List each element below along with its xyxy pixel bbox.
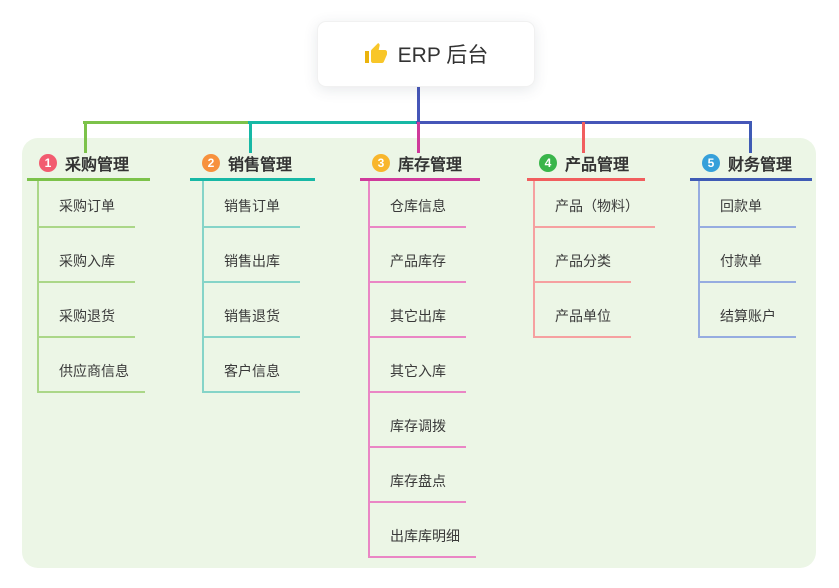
- thumbs-up-icon: [364, 42, 388, 66]
- child-node[interactable]: 结算账户: [700, 283, 796, 338]
- branch-node-sales[interactable]: 2 销售管理: [190, 147, 315, 181]
- bus-segment: [248, 121, 420, 124]
- branch-label: 采购管理: [65, 156, 130, 174]
- branch-node-product[interactable]: 4 产品管理: [527, 147, 645, 181]
- branch-label: 库存管理: [398, 156, 463, 174]
- child-node[interactable]: 采购退货: [39, 283, 135, 338]
- bus-segment: [83, 121, 251, 124]
- branch-children-finance: 回款单付款单结算账户: [698, 181, 796, 338]
- branch-children-product: 产品（物料）产品分类产品单位: [533, 181, 655, 338]
- branch-node-inventory[interactable]: 3 库存管理: [360, 147, 480, 181]
- child-node[interactable]: 其它出库: [370, 283, 466, 338]
- branch-drop-line: [416, 122, 420, 153]
- child-node[interactable]: 销售出库: [204, 228, 300, 283]
- child-node[interactable]: 产品（物料）: [535, 181, 655, 228]
- child-node[interactable]: 采购入库: [39, 228, 135, 283]
- branch-label: 销售管理: [228, 156, 293, 174]
- branch-label: 产品管理: [565, 156, 630, 174]
- branch-children-inventory: 仓库信息产品库存其它出库其它入库库存调拨库存盘点出库库明细: [368, 181, 476, 558]
- child-node[interactable]: 产品分类: [535, 228, 631, 283]
- child-node[interactable]: 产品库存: [370, 228, 466, 283]
- child-node[interactable]: 客户信息: [204, 338, 300, 393]
- child-node[interactable]: 销售订单: [204, 181, 300, 228]
- root-title: ERP 后台: [397, 44, 489, 67]
- branch-drop-line: [748, 122, 752, 153]
- child-node[interactable]: 仓库信息: [370, 181, 466, 228]
- branch-node-purchase[interactable]: 1 采购管理: [27, 147, 150, 181]
- root-connector: [416, 85, 420, 124]
- child-node[interactable]: 出库库明细: [370, 503, 476, 558]
- branch-drop-line: [581, 122, 585, 153]
- branch-drop-line: [83, 122, 87, 153]
- branch-node-finance[interactable]: 5 财务管理: [690, 147, 812, 181]
- child-node[interactable]: 其它入库: [370, 338, 466, 393]
- branches-panel: [22, 138, 816, 568]
- child-node[interactable]: 回款单: [700, 181, 796, 228]
- branch-number-badge: 3: [372, 153, 390, 172]
- branch-number-badge: 4: [539, 153, 557, 172]
- branch-drop-line: [248, 122, 252, 153]
- branch-number-badge: 2: [202, 153, 220, 172]
- root-node[interactable]: ERP 后台: [317, 21, 535, 87]
- child-node[interactable]: 采购订单: [39, 181, 135, 228]
- child-node[interactable]: 供应商信息: [39, 338, 145, 393]
- child-node[interactable]: 付款单: [700, 228, 796, 283]
- branch-children-sales: 销售订单销售出库销售退货客户信息: [202, 181, 300, 393]
- child-node[interactable]: 产品单位: [535, 283, 631, 338]
- branch-label: 财务管理: [728, 156, 793, 174]
- child-node[interactable]: 库存盘点: [370, 448, 466, 503]
- branch-number-badge: 1: [39, 153, 57, 172]
- branch-number-badge: 5: [702, 153, 720, 172]
- child-node[interactable]: 库存调拨: [370, 393, 466, 448]
- child-node[interactable]: 销售退货: [204, 283, 300, 338]
- branch-children-purchase: 采购订单采购入库采购退货供应商信息: [37, 181, 145, 393]
